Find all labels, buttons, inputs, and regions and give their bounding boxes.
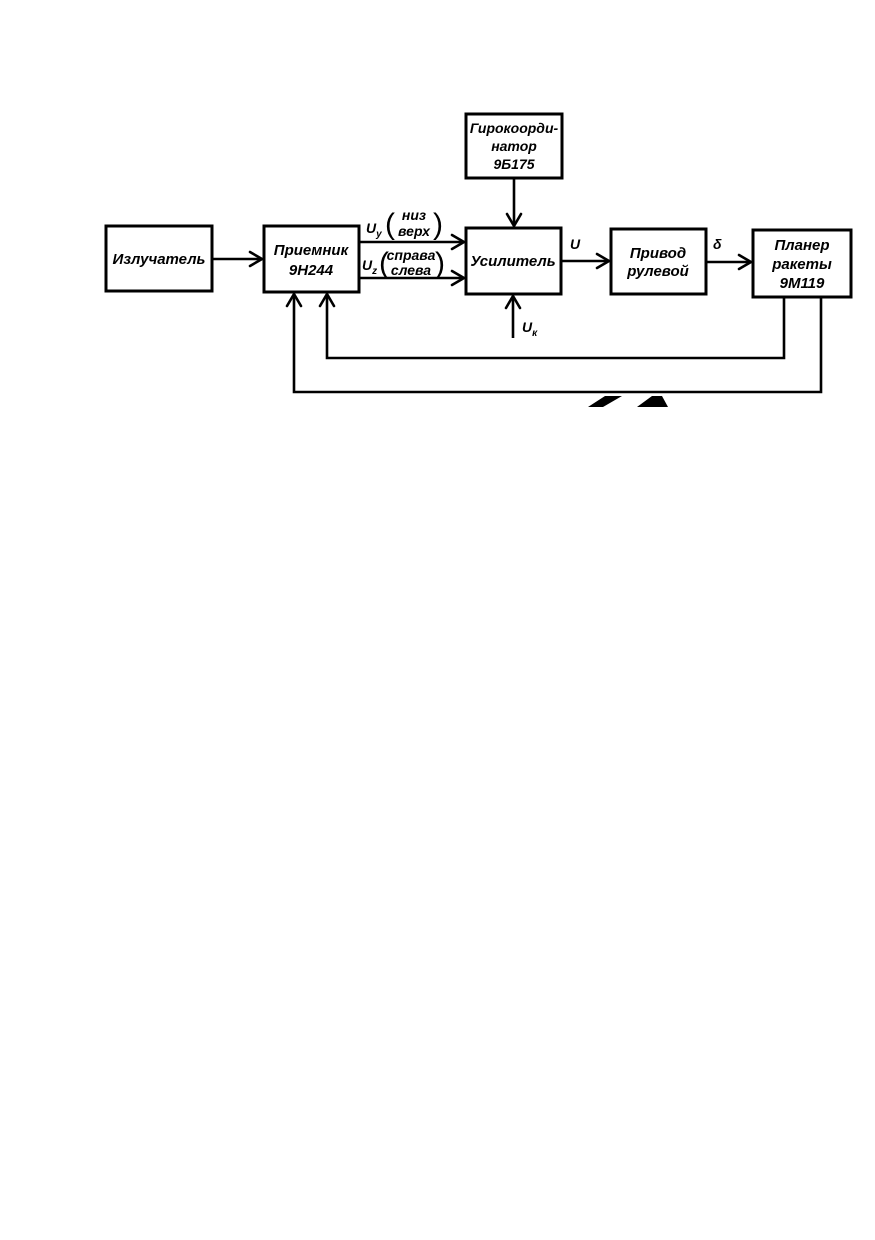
signal-label-u: U — [570, 236, 581, 252]
uz-bracket-close: ) — [435, 247, 445, 280]
actuator-label-line1: Привод — [630, 245, 686, 262]
uz-bracket-open: ( — [379, 247, 389, 280]
receiver-label-line2: 9Н244 — [289, 262, 334, 279]
block-missile-airframe: Планер ракеты 9М119 — [751, 228, 853, 299]
uz-line2: слева — [391, 262, 431, 278]
signal-label-delta: δ — [713, 236, 722, 252]
connector-uz-receiver-to-amplifier — [359, 269, 466, 287]
uz-subscript: z — [371, 266, 377, 277]
connector-gyro-to-amplifier — [505, 178, 523, 228]
gyro-label-line3: 9Б175 — [493, 156, 534, 172]
airframe-label-line3: 9М119 — [780, 275, 825, 292]
connector-uy-receiver-to-amplifier — [359, 233, 466, 251]
uy-symbol: U — [366, 220, 377, 236]
emitter-label: Излучатель — [113, 251, 206, 268]
scan-artifact-chevron — [588, 396, 668, 407]
uy-bracket-open: ( — [385, 208, 395, 241]
svg-text:Uy: Uy — [366, 220, 382, 240]
block-gyro-coordinator: Гирокоорди- натор 9Б175 — [464, 112, 564, 180]
connector-emitter-to-receiver — [212, 250, 264, 268]
gyro-label-line2: натор — [491, 138, 537, 154]
uz-line1: справа — [387, 247, 436, 263]
connector-uk-to-amplifier — [504, 294, 522, 338]
uz-symbol: U — [362, 257, 373, 273]
signal-label-uz: Uz ( справа слева ) — [362, 247, 445, 280]
uk-symbol: U — [522, 319, 533, 335]
signal-label-uk: Uк — [522, 319, 538, 339]
amplifier-label: Усилитель — [470, 253, 555, 270]
block-receiver: Приемник 9Н244 — [262, 224, 361, 294]
connector-actuator-to-airframe — [706, 253, 753, 271]
block-emitter: Излучатель — [104, 224, 214, 293]
signal-label-uy: Uy ( низ верх ) — [366, 207, 443, 241]
block-amplifier: Усилитель — [464, 226, 563, 296]
airframe-label-line2: ракеты — [771, 256, 832, 273]
uy-line2: верх — [398, 223, 431, 239]
actuator-label-line2: рулевой — [626, 263, 689, 280]
airframe-label-line1: Планер — [774, 237, 829, 254]
uk-subscript: к — [532, 328, 538, 339]
receiver-label-line1: Приемник — [274, 242, 350, 259]
block-actuator: Привод рулевой — [609, 227, 708, 296]
gyro-label-line1: Гирокоорди- — [470, 120, 559, 136]
feedback-inner-loop — [318, 292, 786, 360]
uy-bracket-close: ) — [433, 208, 443, 241]
uy-line1: низ — [402, 207, 426, 223]
uy-subscript: y — [375, 229, 382, 240]
svg-text:Uz: Uz — [362, 257, 377, 277]
connector-amplifier-to-actuator — [561, 252, 611, 270]
feedback-outer-loop — [285, 292, 823, 394]
